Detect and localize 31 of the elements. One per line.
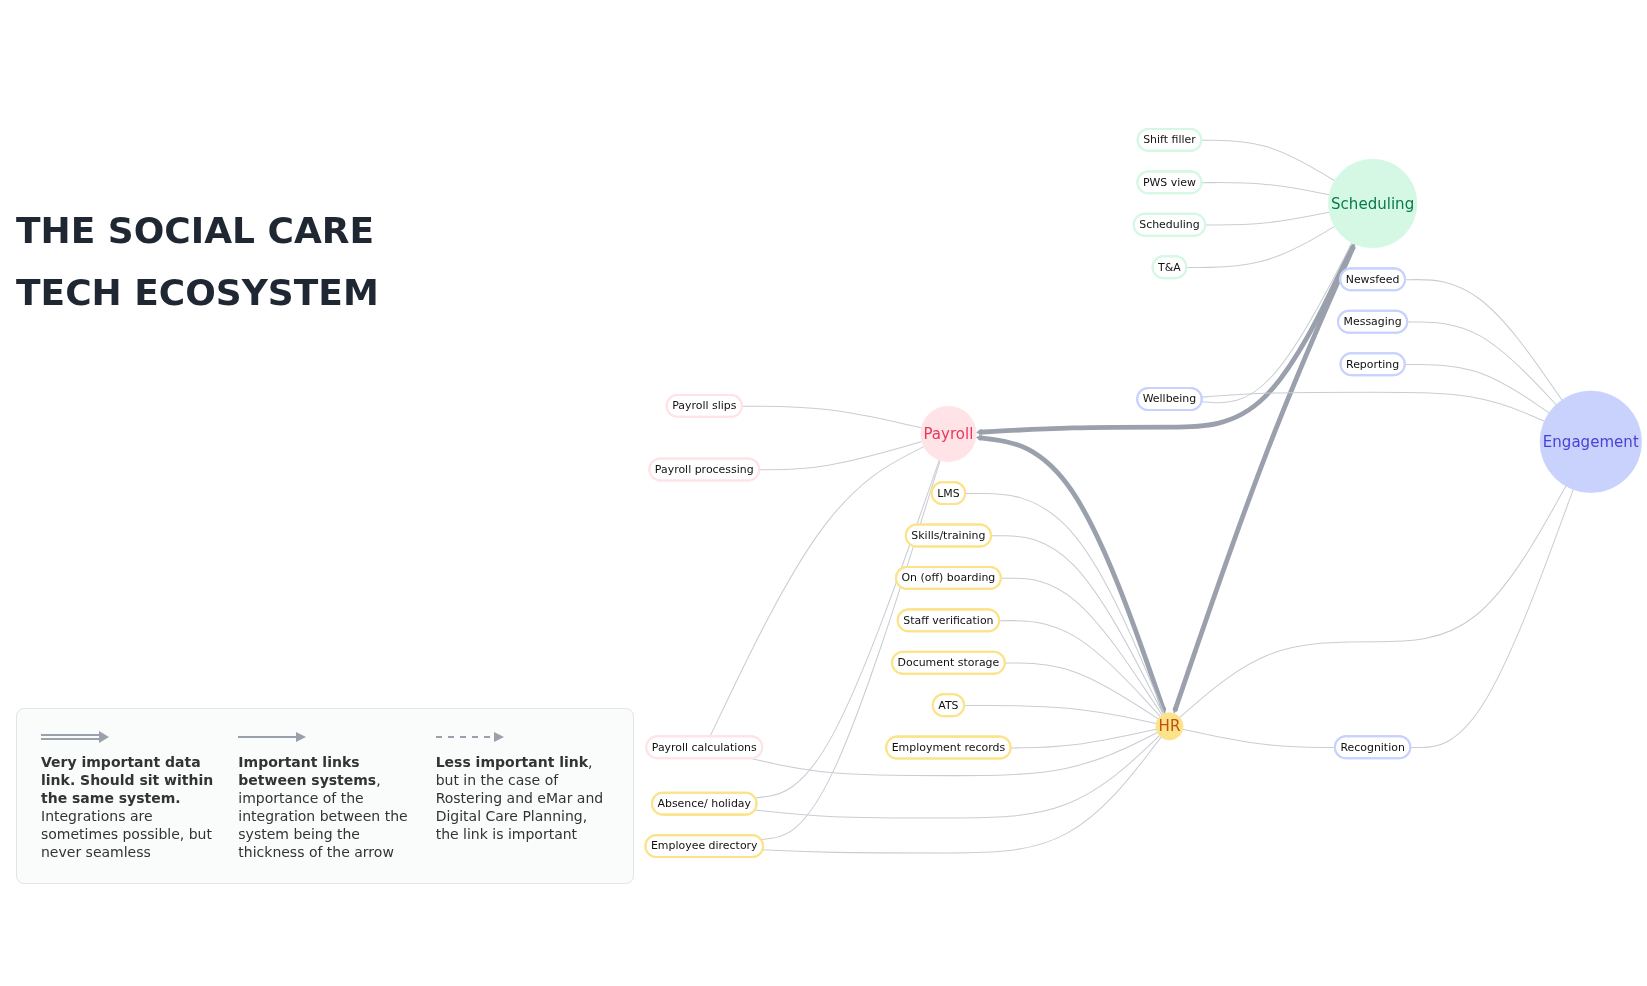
arrow [976, 243, 1355, 436]
connector [1201, 242, 1353, 404]
connector [1186, 225, 1336, 268]
arrow [1172, 243, 1356, 714]
arrow [975, 435, 1167, 714]
connector [1410, 488, 1574, 749]
connector [1201, 139, 1336, 182]
connector [1205, 211, 1330, 226]
connector [1010, 728, 1157, 749]
node-circle: Scheduling [1327, 158, 1418, 249]
legend-text: Important links between systems, importance of the integration between the system being the thickness of the arrow [238, 754, 408, 860]
connector [1201, 391, 1545, 422]
legend-text: Very important data link. Should sit within the same system. Integrations are sometimes possible, but never seamless [41, 754, 214, 860]
connector [1000, 577, 1163, 716]
connector [1404, 363, 1550, 414]
node-circle: Payroll [920, 405, 977, 462]
connector [1404, 279, 1563, 401]
connector [762, 736, 1162, 854]
title: THE SOCIAL CARE TECH ECOSYSTEM [16, 209, 380, 315]
connector [741, 405, 922, 429]
node-circle: Engagement [1539, 390, 1642, 493]
connector [1182, 728, 1336, 749]
connector [1201, 182, 1330, 196]
connector [1179, 485, 1567, 718]
connector [754, 735, 1161, 819]
legend-text: Less important link, but in the case of Rostering and eMar and Digital Care Planning, the link is important [435, 754, 604, 842]
connector [1407, 321, 1557, 406]
node-circle: HR [1155, 712, 1184, 741]
connector [1004, 662, 1159, 720]
connector [990, 535, 1164, 715]
connector [998, 620, 1161, 717]
